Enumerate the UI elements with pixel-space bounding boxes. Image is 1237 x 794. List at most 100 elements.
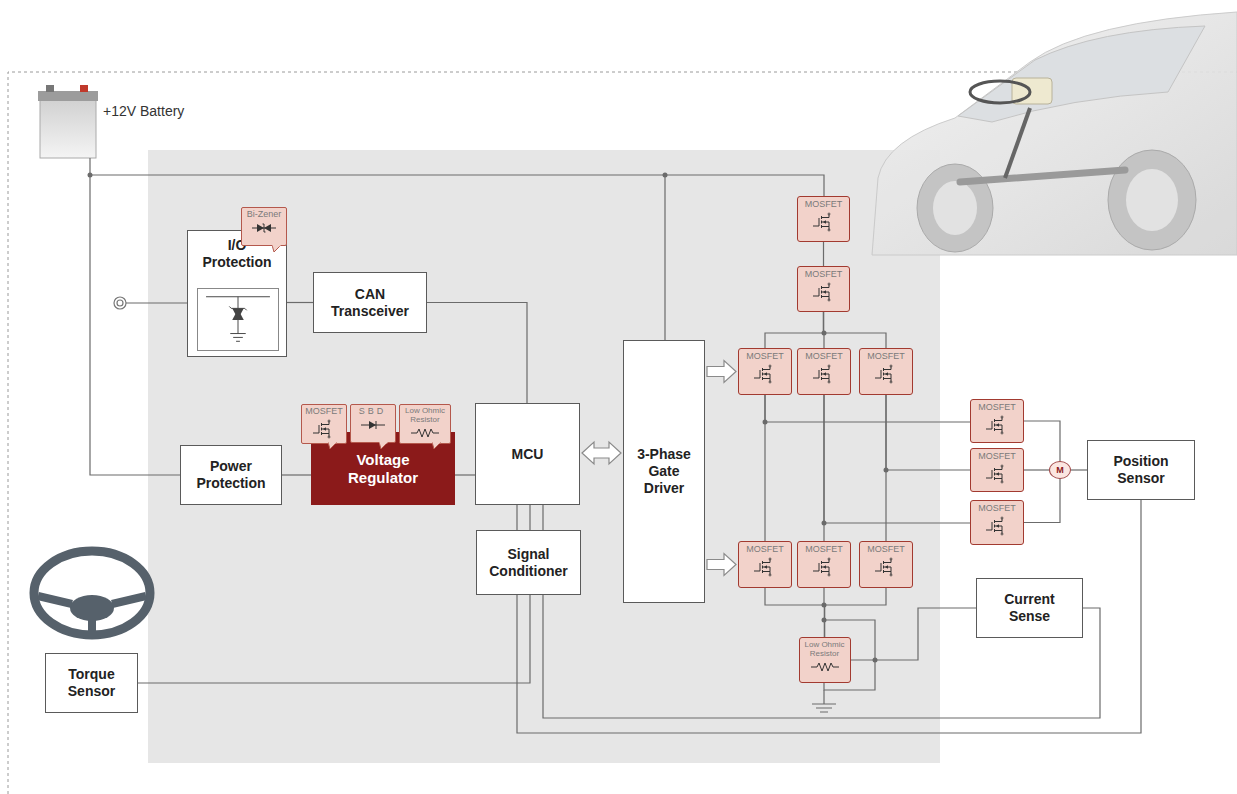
part-label: Low Ohmic Resistor <box>802 641 848 659</box>
connector-wire <box>282 474 311 475</box>
block-label: Signal Conditioner <box>483 546 575 580</box>
connector-wire <box>1024 479 1060 523</box>
mosfet-switch: MOSFET <box>738 348 792 395</box>
part-label: MOSFET <box>973 452 1021 462</box>
connector-wire <box>765 312 824 348</box>
mosfet-switch: MOSFET <box>738 541 792 588</box>
connector-wire <box>851 608 977 660</box>
shunt-resistor: Low Ohmic Resistor <box>799 637 851 683</box>
part-label: M <box>1052 466 1068 475</box>
connector-wire <box>765 588 825 637</box>
protection-block: I/O Protection <box>187 230 287 357</box>
junction-dots <box>88 173 889 663</box>
part-label: SBD <box>353 407 393 417</box>
steering-wheel-illustration <box>34 551 150 635</box>
part-label: MOSFET <box>800 352 848 362</box>
part-label: MOSFET <box>800 270 847 280</box>
part-label: MOSFET <box>862 352 910 362</box>
connector-wire <box>825 588 887 637</box>
connector-wire <box>517 500 1141 733</box>
diode-symbol <box>361 420 385 430</box>
sensor-block: Position Sensor <box>1087 440 1195 500</box>
block-arrow <box>582 442 621 464</box>
part-label: MOSFET <box>741 545 789 555</box>
part-label: Bi-Zener <box>244 210 284 220</box>
mosfet-switch: MOSFET <box>797 266 850 312</box>
res-symbol <box>811 662 839 672</box>
block-label: 3-Phase Gate Driver <box>629 446 699 496</box>
mosfet-switch: MOSFET <box>970 500 1024 545</box>
mosfet-symbol <box>874 365 898 383</box>
connector-wire <box>823 242 824 266</box>
mosfet-symbol <box>753 558 777 576</box>
function-block: Power Protection <box>180 445 282 505</box>
part-label: MOSFET <box>973 504 1021 514</box>
connector-wire <box>824 312 887 348</box>
tvs-circuit <box>197 288 279 351</box>
block-label: Power Protection <box>187 458 275 492</box>
block-label: MCU <box>483 446 573 463</box>
mosfet-symbol <box>985 416 1009 434</box>
mosfet-symbol <box>874 558 898 576</box>
callout-pointer <box>328 442 338 450</box>
mcu-block: MCU <box>475 403 580 505</box>
block-label: CAN Transceiver <box>320 286 420 320</box>
sensor-block: Torque Sensor <box>45 653 138 713</box>
mosfet-switch: MOSFET <box>797 348 851 395</box>
car-illustration <box>872 12 1237 255</box>
mosfet-switch: MOSFET <box>970 448 1024 492</box>
battery-label: +12V Battery <box>103 103 184 119</box>
connector-wire <box>1024 469 1049 470</box>
function-block: Current Sense <box>976 578 1083 638</box>
connector-wire <box>886 395 970 470</box>
part-label: MOSFET <box>304 407 344 417</box>
mosfet-symbol <box>812 213 836 231</box>
part-label: Low Ohmic Resistor <box>402 407 448 425</box>
connector-wire <box>427 303 527 404</box>
component-tag: Low Ohmic Resistor <box>399 404 451 444</box>
mosfet-symbol <box>812 558 836 576</box>
callout-pointer <box>379 442 389 450</box>
connector-wire <box>824 395 970 523</box>
mosfet-symbol <box>812 365 836 383</box>
bizener-symbol <box>252 223 276 233</box>
callout-pointer <box>272 245 282 253</box>
connector-wire <box>529 505 530 530</box>
part-label: MOSFET <box>800 545 848 555</box>
block-label: Current Sense <box>984 591 1076 625</box>
mosfet-switch: MOSFET <box>859 348 913 395</box>
mosfet-switch: MOSFET <box>859 541 913 588</box>
mosfet-switch: MOSFET <box>970 399 1024 443</box>
mosfet-symbol <box>753 365 777 383</box>
connector-pin <box>114 297 126 309</box>
mosfet-symbol <box>985 465 1009 483</box>
connector-wire <box>765 395 970 422</box>
connector-wire <box>138 595 530 683</box>
mosfet-symbol <box>312 420 336 438</box>
supply-wiring <box>90 158 875 712</box>
block-arrow <box>707 554 736 576</box>
part-label: MOSFET <box>741 352 789 362</box>
function-block: Signal Conditioner <box>476 530 581 595</box>
block-label: Torque Sensor <box>52 666 132 700</box>
part-label: MOSFET <box>800 200 847 210</box>
block-label: Position Sensor <box>1095 453 1187 487</box>
connector-wire <box>1024 421 1060 461</box>
ecu-panel <box>148 150 940 763</box>
res-symbol <box>411 428 439 438</box>
gate-driver-block: 3-Phase Gate Driver <box>623 340 705 603</box>
connector-wire <box>1071 469 1087 470</box>
connector-wire <box>287 302 313 303</box>
callout-pointer <box>432 442 442 450</box>
mosfet-switch: MOSFET <box>797 196 850 242</box>
motor-symbol: M <box>1049 461 1071 479</box>
mosfet-symbol <box>985 517 1009 535</box>
component-tag: MOSFET <box>301 404 347 444</box>
block-arrow <box>707 361 736 383</box>
block-label: Voltage Regulator <box>328 451 438 487</box>
part-label: MOSFET <box>862 545 910 555</box>
connector-wire <box>455 474 475 475</box>
